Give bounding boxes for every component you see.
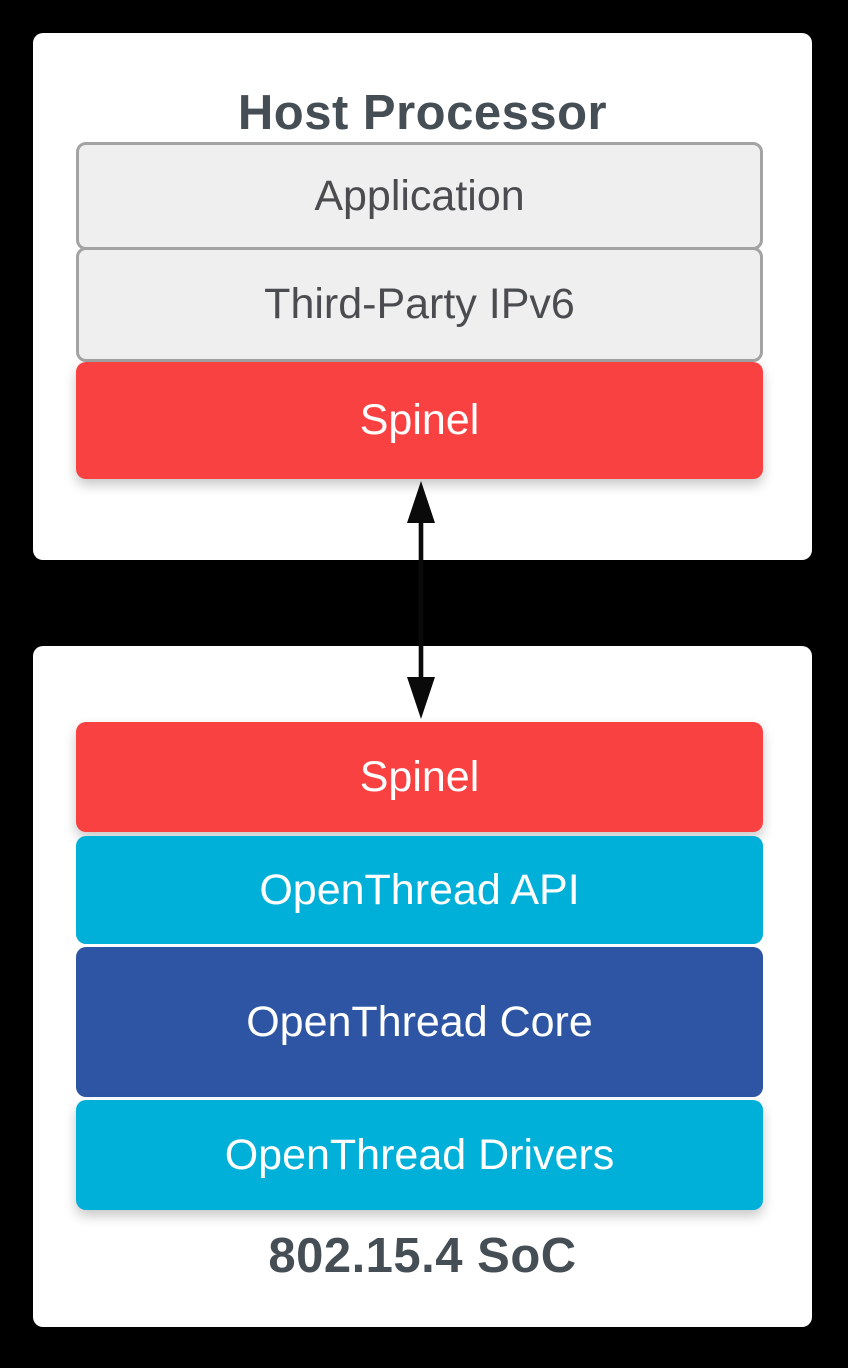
layer-openthread-api: OpenThread API xyxy=(76,836,763,944)
layer-spinel-host-label: Spinel xyxy=(359,396,480,444)
host-card-title: Host Processor xyxy=(237,86,608,140)
layer-third-party-ipv6: Third-Party IPv6 xyxy=(76,247,763,362)
soc-card-title: 802.15.4 SoC xyxy=(268,1229,577,1283)
layer-spinel-soc: Spinel xyxy=(76,722,763,832)
soc-card: Spinel OpenThread API OpenThread Core Op… xyxy=(33,646,812,1327)
layer-openthread-core: OpenThread Core xyxy=(76,947,763,1097)
layer-third-party-ipv6-label: Third-Party IPv6 xyxy=(264,280,575,328)
bidirectional-arrow-icon xyxy=(407,481,435,719)
host-processor-card: Host Processor Application Third-Party I… xyxy=(33,33,812,560)
layer-openthread-api-label: OpenThread API xyxy=(259,865,580,914)
layer-application: Application xyxy=(76,142,763,250)
layer-application-label: Application xyxy=(314,171,525,220)
layer-spinel-host: Spinel xyxy=(76,362,763,479)
layer-openthread-drivers: OpenThread Drivers xyxy=(76,1100,763,1210)
layer-openthread-core-label: OpenThread Core xyxy=(246,997,593,1046)
layer-openthread-drivers-label: OpenThread Drivers xyxy=(224,1130,615,1179)
layer-spinel-soc-label: Spinel xyxy=(359,752,480,801)
